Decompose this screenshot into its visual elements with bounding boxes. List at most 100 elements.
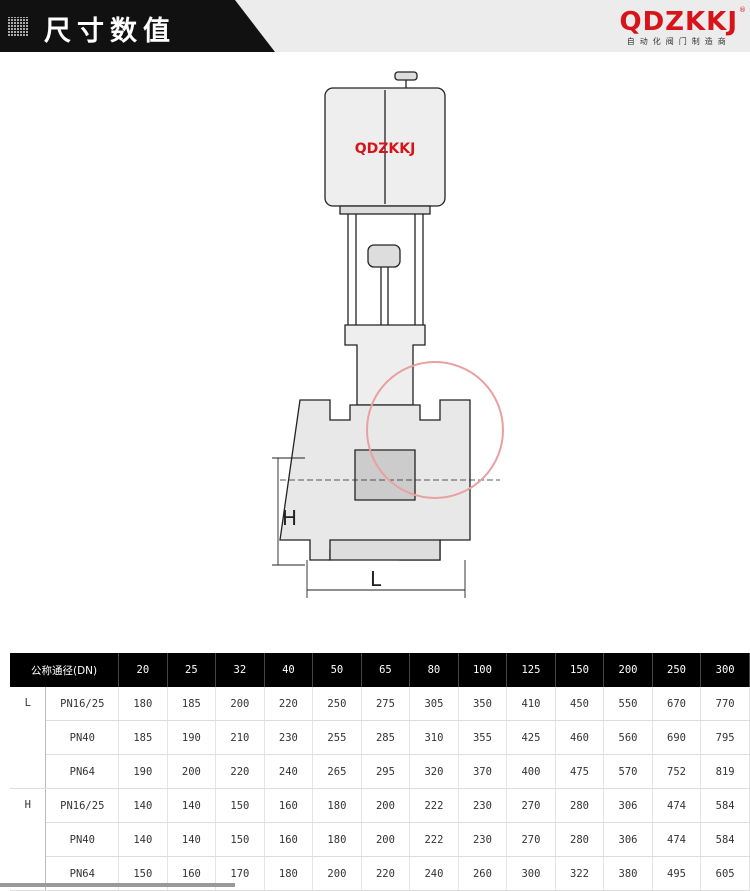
dn-column-header: 250 (652, 653, 702, 687)
table-cell: 180 (264, 856, 314, 891)
table-cell: 180 (118, 687, 168, 721)
table-cell: 140 (118, 788, 168, 823)
pressure-rating: PN16/25 (45, 788, 120, 823)
table-cell: 770 (700, 687, 750, 721)
table-cell: 280 (555, 822, 605, 857)
banner-title-block (0, 0, 275, 52)
dn-column-header: 150 (555, 653, 605, 687)
table-cell: 306 (603, 822, 653, 857)
dn-column-header: 300 (700, 653, 750, 687)
pressure-rating: PN40 (45, 822, 120, 857)
section-title: 尺寸数值 (44, 16, 176, 47)
table-cell: 380 (603, 856, 653, 891)
table-cell: 355 (458, 720, 508, 755)
table-cell: 222 (409, 822, 459, 857)
grid-icon (8, 17, 28, 37)
table-cell: 570 (603, 754, 653, 789)
valve-drawing: QDZKKJ H L (272, 71, 504, 598)
table-cell: 474 (652, 788, 702, 823)
table-cell: 185 (118, 720, 168, 755)
table-cell: 230 (458, 788, 508, 823)
table-cell: 410 (506, 687, 556, 721)
table-cell: 222 (409, 788, 459, 823)
dn-column-header: 125 (506, 653, 556, 687)
table-cell: 250 (312, 687, 362, 721)
table-cell: 560 (603, 720, 653, 755)
table-cell: 475 (555, 754, 605, 789)
table-cell: 306 (603, 788, 653, 823)
table-cell: 180 (312, 788, 362, 823)
table-cell: 322 (555, 856, 605, 891)
table-cell: 270 (506, 822, 556, 857)
table-cell: 495 (652, 856, 702, 891)
dimension-group-label: L (10, 687, 47, 789)
table-cell: 200 (361, 822, 411, 857)
table-cell: 280 (555, 788, 605, 823)
dn-column-header: 40 (264, 653, 314, 687)
table-cell: 270 (506, 788, 556, 823)
table-cell: 160 (264, 788, 314, 823)
pressure-rating: PN40 (45, 720, 120, 755)
table-cell: 350 (458, 687, 508, 721)
dn-column-header: 50 (312, 653, 362, 687)
table-cell: 450 (555, 687, 605, 721)
table-cell: 150 (215, 788, 265, 823)
table-cell: 140 (167, 788, 217, 823)
table-cell: 550 (603, 687, 653, 721)
table-cell: 240 (264, 754, 314, 789)
dn-column-header: 65 (361, 653, 411, 687)
dimension-h (272, 457, 305, 566)
dn-column-header: 100 (458, 653, 508, 687)
table-cell: 210 (215, 720, 265, 755)
table-cell: 370 (458, 754, 508, 789)
table-cell: 140 (167, 822, 217, 857)
table-cell: 200 (167, 754, 217, 789)
table-cell: 200 (312, 856, 362, 891)
table-cell: 255 (312, 720, 362, 755)
table-cell: 400 (506, 754, 556, 789)
table-cell: 584 (700, 788, 750, 823)
dn-header: 公称通径(DN) (10, 653, 120, 687)
table-cell: 265 (312, 754, 362, 789)
table-cell: 474 (652, 822, 702, 857)
table-cell: 460 (555, 720, 605, 755)
table-cell: 220 (361, 856, 411, 891)
brand-logo: QDZKKJ ® 自动化阀门制造商 (619, 6, 746, 47)
table-cell: 305 (409, 687, 459, 721)
table-cell: 295 (361, 754, 411, 789)
dimension-h-label: H (282, 506, 297, 530)
registered-mark: ® (739, 6, 746, 14)
table-cell: 160 (264, 822, 314, 857)
table-cell: 200 (215, 687, 265, 721)
company-stamp-watermark (366, 361, 504, 499)
table-cell: 795 (700, 720, 750, 755)
dn-column-header: 20 (118, 653, 168, 687)
table-cell: 605 (700, 856, 750, 891)
dn-column-header: 32 (215, 653, 265, 687)
table-cell: 670 (652, 687, 702, 721)
table-cell: 150 (215, 822, 265, 857)
section-banner: 尺寸数值 QDZKKJ ® 自动化阀门制造商 (0, 0, 750, 52)
table-cell: 180 (312, 822, 362, 857)
table-cell: 275 (361, 687, 411, 721)
bottom-divider (0, 883, 235, 887)
table-cell: 220 (264, 687, 314, 721)
pressure-rating: PN16/25 (45, 687, 120, 721)
table-cell: 185 (167, 687, 217, 721)
dimension-l-label: L (370, 567, 382, 591)
dn-column-header: 25 (167, 653, 217, 687)
brand-name: QDZKKJ (619, 7, 738, 37)
table-cell: 190 (118, 754, 168, 789)
table-cell: 220 (215, 754, 265, 789)
brand-tagline: 自动化阀门制造商 (626, 37, 731, 46)
table-cell: 200 (361, 788, 411, 823)
table-cell: 190 (167, 720, 217, 755)
dimension-l (306, 560, 466, 598)
